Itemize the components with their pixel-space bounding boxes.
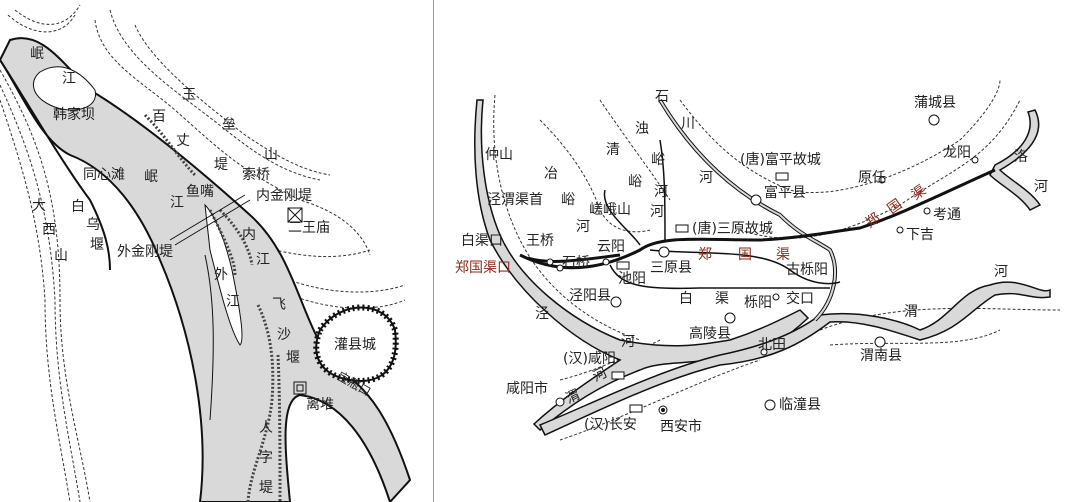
label-hanjiaba: 韩家坝 (53, 107, 95, 123)
label-he-jing: 河 (621, 334, 635, 350)
shichuan-river (658, 98, 837, 322)
label-lei: 垒 (222, 117, 236, 133)
label-bai-canal: 白 (679, 291, 693, 307)
label-shiqiao: 石桥 (562, 255, 590, 271)
label-di: 堤 (214, 157, 228, 173)
label-he-luo: 河 (1034, 179, 1048, 195)
label-bai: 百 (152, 109, 166, 125)
dujiangyan-map (0, 4, 412, 502)
luo-river (989, 109, 1042, 211)
label-yu-1: 峪 (651, 152, 665, 168)
label-zhengguoqu-1-zheng: 郑 (698, 247, 712, 263)
label-zhengguoqukou: 郑国渠口 (455, 260, 511, 276)
label-wai-jingang-di: 外金刚堤 (117, 244, 173, 260)
label-yan-2: 堰 (286, 350, 300, 366)
label-shan-2: 山 (54, 248, 68, 264)
label-erwangmiao: 二王庙 (288, 220, 330, 236)
label-han-xianyang: (汉)咸阳 (563, 351, 616, 367)
label-chuan: 川 (681, 116, 695, 132)
label-yunyang: 云阳 (597, 239, 625, 255)
label-di-2: 堤 (259, 480, 273, 496)
label-zi: 字 (259, 450, 273, 466)
label-tongxintan: 同心滩 (83, 167, 125, 183)
label-da: 大 (32, 198, 46, 214)
label-baiqukou: 白渠口 (461, 233, 503, 249)
zhengguo-canal (519, 168, 996, 270)
label-wei: 渭 (904, 304, 918, 320)
label-jiang: 江 (62, 71, 76, 87)
label-cuoeshan: 嵯峨山 (589, 202, 631, 218)
panel-divider (433, 0, 434, 502)
label-xianyangshi: 咸阳市 (506, 381, 548, 397)
label-min-river-2: 岷 (144, 169, 158, 185)
label-guyueyang: 古栎阳 (786, 262, 828, 278)
label-fupingxian: 富平县 (764, 185, 806, 201)
label-zhuo: 浊 (635, 121, 649, 137)
label-tang-fuping: (唐)富平故城 (740, 152, 821, 168)
label-yu-3: 峪 (628, 174, 642, 190)
label-jingyangxian: 泾阳县 (569, 288, 611, 304)
label-he-1: 河 (699, 170, 713, 186)
label-jingwei-qushou: 泾渭渠首 (487, 192, 543, 208)
label-he-4: 河 (654, 184, 668, 200)
label-zhengguoqu-1-qu: 渠 (776, 247, 790, 263)
label-ren: 人 (259, 420, 273, 436)
label-xi: 西 (42, 222, 56, 238)
label-wai: 外 (214, 267, 228, 283)
label-zhang: 丈 (176, 133, 190, 149)
label-tang-sanyuan: (唐)三原故城 (692, 221, 773, 237)
label-min-river: 岷 (30, 46, 44, 62)
label-lidui: 离堆 (306, 397, 334, 413)
label-jiaokou: 交口 (786, 291, 814, 307)
label-qu: 渠 (715, 291, 729, 307)
label-zhengguoqu-1-guo: 国 (738, 247, 752, 263)
label-sanyuanxian: 三原县 (650, 260, 692, 276)
label-gaolingxian: 高陵县 (689, 326, 731, 342)
label-beitian: 北田 (758, 337, 786, 353)
label-guanxiancheng: 灌县城 (334, 337, 376, 353)
label-longyang: 龙阳 (943, 145, 971, 161)
label-sha: 沙 (277, 327, 291, 343)
label-he-wei: 河 (994, 264, 1008, 280)
label-zhongshan: 仲山 (485, 147, 513, 163)
label-he-2: 河 (650, 204, 664, 220)
label-fei: 飞 (272, 297, 286, 313)
label-he-3: 河 (576, 219, 590, 235)
label-shan: 山 (264, 147, 278, 163)
label-xianshi: 西安市 (660, 419, 702, 435)
wei-river (538, 281, 1051, 436)
label-han-changan: (汉)长安 (584, 417, 637, 433)
label-jiang-3: 江 (256, 252, 270, 268)
label-kaotong: 考通 (933, 207, 961, 223)
label-wu: 乌 (86, 217, 100, 233)
label-jiang-4: 江 (226, 294, 240, 310)
label-yan: 堰 (90, 237, 104, 253)
label-weinanxian: 渭南县 (860, 348, 902, 364)
label-chiyang: 池阳 (618, 271, 646, 287)
label-suoqiao: 索桥 (242, 167, 270, 183)
label-yuanren: 原任 (858, 170, 886, 186)
river-channel (0, 37, 412, 502)
label-yu-2: 峪 (561, 192, 575, 208)
label-lintongxian: 临潼县 (779, 397, 821, 413)
label-yu: 玉 (182, 87, 196, 103)
label-jing: 泾 (535, 306, 549, 322)
label-yueyang: 栎阳 (744, 295, 772, 311)
label-nei: 内 (242, 227, 256, 243)
label-wangqiao: 王桥 (526, 233, 554, 249)
label-bai-2: 白 (71, 199, 85, 215)
label-xiaji: 下吉 (906, 227, 934, 243)
label-qing: 清 (606, 142, 620, 158)
label-puchengxian: 蒲城县 (914, 95, 956, 111)
label-nei-jingang-di: 内金刚堤 (256, 188, 312, 204)
label-ye: 冶 (544, 166, 558, 182)
label-yuzui: 鱼嘴 (186, 184, 214, 200)
label-luo: 洛 (1014, 149, 1028, 165)
label-jiang-2: 江 (170, 195, 184, 211)
label-shi: 石 (655, 89, 669, 105)
